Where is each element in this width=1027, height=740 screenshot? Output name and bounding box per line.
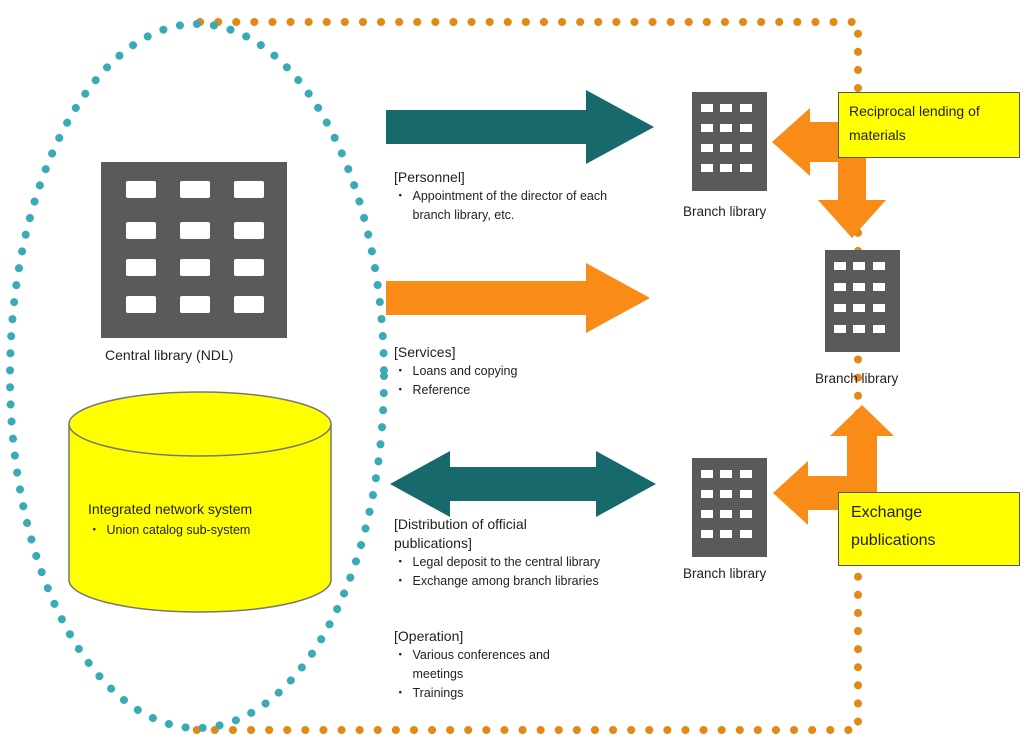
branch-building-icon-2 — [825, 250, 900, 352]
central-building-icon — [101, 162, 287, 338]
personnel-arrow — [386, 90, 654, 164]
central-library-label: Central library (NDL) — [105, 347, 234, 363]
branch-library-label-2: Branch library — [815, 371, 899, 386]
services-section: [Services] ・Loans and copying ・Reference — [394, 343, 634, 400]
services-title: [Services] — [394, 344, 456, 360]
reciprocal-arrow-left — [772, 108, 848, 176]
distribution-section: [Distribution of official publications] … — [394, 515, 644, 591]
operation-section: [Operation] ・Various conferences and mee… — [394, 627, 614, 703]
branch-building-icon-3 — [692, 458, 767, 557]
branch-library-label-3: Branch library — [683, 566, 767, 581]
exchange-arrow-up — [830, 405, 894, 530]
database-text: Integrated network system ・Union catalog… — [88, 500, 288, 540]
network-boundary — [186, 18, 862, 734]
bullet-icon: ・ — [88, 523, 101, 537]
distribution-title: [Distribution of official publications] — [394, 516, 527, 551]
reciprocal-lending-callout: Reciprocal lending of materials — [838, 92, 1020, 158]
personnel-section: [Personnel] ・Appointment of the director… — [394, 168, 644, 225]
reciprocal-arrow-down — [818, 140, 886, 238]
personnel-item: ・Appointment of the director of each bra… — [394, 189, 608, 222]
distribution-item: ・Exchange among branch libraries — [394, 574, 599, 588]
central-boundary — [6, 20, 388, 732]
database-title: Integrated network system — [88, 501, 253, 517]
distribution-item: ・Legal deposit to the central library — [394, 555, 601, 569]
services-item: ・Loans and copying — [394, 364, 518, 378]
database-cylinder-icon — [68, 391, 332, 613]
operation-item: ・Various conferences and meetings — [394, 648, 550, 681]
database-bullet: ・Union catalog sub-system — [88, 523, 251, 537]
distribution-arrow — [390, 451, 656, 517]
services-item: ・Reference — [394, 383, 471, 397]
exchange-publications-callout: Exchange publications — [838, 492, 1020, 566]
operation-title: [Operation] — [394, 628, 464, 644]
services-arrow — [386, 263, 650, 333]
branch-library-label-1: Branch library — [683, 204, 767, 219]
branch-building-icon-1 — [692, 92, 767, 191]
operation-item: ・Trainings — [394, 686, 464, 700]
personnel-title: [Personnel] — [394, 169, 465, 185]
